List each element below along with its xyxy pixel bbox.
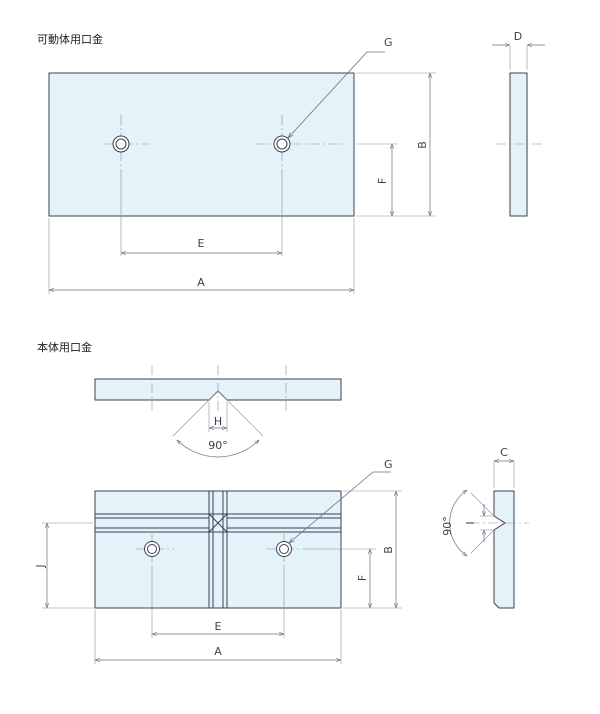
label-b: B [416, 141, 429, 149]
label-j: J [34, 564, 47, 568]
label-d: D [514, 30, 522, 43]
label-a-bottom: A [214, 645, 222, 658]
body-jaw-plate [94, 490, 342, 609]
body-jaw-side-view: 90° I C [441, 446, 529, 609]
dimension-e: E [120, 172, 283, 256]
dimension-b-bottom: B [343, 490, 402, 609]
label-f-bottom: F [356, 575, 369, 581]
dimension-b: B [356, 72, 436, 217]
label-i: I [464, 521, 477, 524]
label-angle-side: 90° [441, 516, 454, 536]
label-g-top: G [384, 36, 393, 49]
label-a: A [197, 276, 205, 289]
label-e-bottom: E [215, 620, 222, 633]
leader-g-bottom: G [289, 458, 393, 543]
movable-jaw-plate [48, 72, 355, 217]
label-h: H [214, 415, 222, 428]
dimension-a-bottom: A [94, 610, 342, 664]
label-b-bottom: B [382, 546, 395, 554]
body-jaw-front-view [94, 490, 342, 609]
title-movable-jaw: 可動体用口金 [37, 32, 103, 46]
leader-g-top: G [288, 36, 393, 138]
dimension-f-bottom: F [306, 548, 376, 608]
title-body-jaw: 本体用口金 [37, 340, 92, 354]
movable-jaw-side-plate [509, 72, 528, 217]
dimension-a: A [48, 218, 355, 294]
body-jaw-top-view: 90° H [94, 365, 342, 458]
label-g-bottom: G [384, 458, 393, 471]
label-c: C [500, 446, 508, 459]
movable-jaw-front-view [48, 72, 355, 217]
label-e: E [198, 237, 205, 250]
label-angle-top: 90° [208, 439, 228, 452]
dimension-e-bottom: E [151, 566, 285, 638]
movable-jaw-side-view: D [492, 30, 545, 217]
dimension-f: F [356, 143, 398, 216]
dimension-j: J [34, 522, 93, 609]
label-f: F [376, 178, 389, 184]
body-jaw-side-plate [493, 490, 515, 609]
